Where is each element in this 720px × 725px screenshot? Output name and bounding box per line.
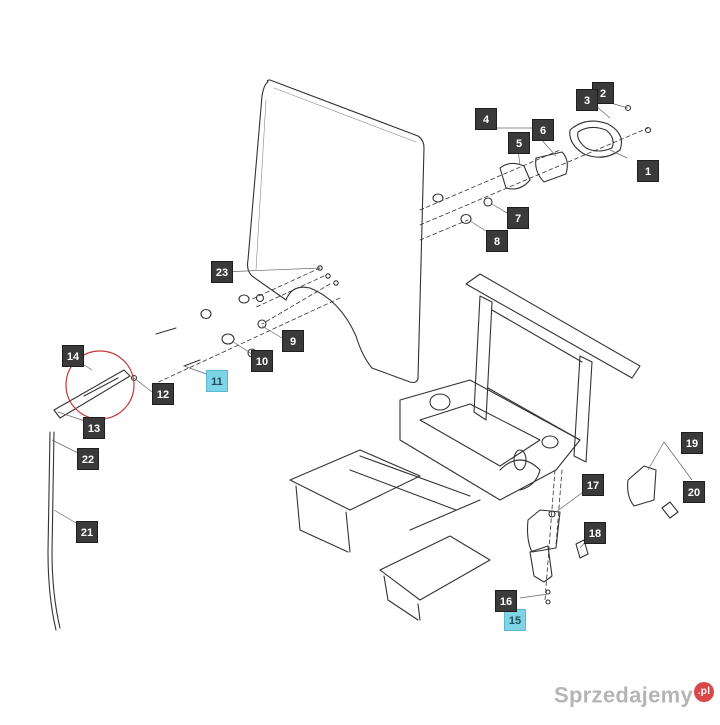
callout-17: 17 bbox=[582, 474, 604, 496]
callout-6: 6 bbox=[532, 119, 554, 141]
callout-8: 8 bbox=[486, 230, 508, 252]
callout-16: 16 bbox=[495, 590, 517, 612]
callout-5: 5 bbox=[508, 132, 530, 154]
callout-22: 22 bbox=[77, 448, 99, 470]
callout-4: 4 bbox=[475, 108, 497, 130]
callout-10: 10 bbox=[251, 350, 273, 372]
cab-frame bbox=[289, 273, 641, 621]
latch-assembly bbox=[432, 104, 652, 225]
callout-3: 3 bbox=[576, 89, 598, 111]
callout-19: 19 bbox=[681, 432, 703, 454]
wiper-arm bbox=[47, 369, 138, 631]
watermark-logo: Sprzedajemy.pl bbox=[553, 681, 714, 708]
callout-13: 13 bbox=[83, 417, 105, 439]
door-glass bbox=[246, 79, 425, 384]
callout-15: 15 bbox=[504, 609, 526, 631]
callout-21: 21 bbox=[76, 521, 98, 543]
callout-18: 18 bbox=[584, 522, 606, 544]
door-glass-inner-edge bbox=[255, 87, 417, 271]
callout-12: 12 bbox=[152, 383, 174, 405]
watermark-text: Sprzedajemy bbox=[553, 682, 693, 707]
callout-1: 1 bbox=[637, 160, 659, 182]
callout-11: 11 bbox=[206, 370, 228, 392]
callout-9: 9 bbox=[282, 330, 304, 352]
bracket-17 bbox=[526, 509, 589, 559]
assembly-lines bbox=[149, 127, 649, 601]
bracket-16 bbox=[529, 545, 553, 605]
callout-23: 23 bbox=[211, 261, 233, 283]
callout-7: 7 bbox=[507, 207, 529, 229]
callout-20: 20 bbox=[683, 481, 705, 503]
cover-19 bbox=[627, 465, 679, 519]
callout-14: 14 bbox=[62, 345, 84, 367]
watermark-suffix: .pl bbox=[694, 681, 714, 702]
